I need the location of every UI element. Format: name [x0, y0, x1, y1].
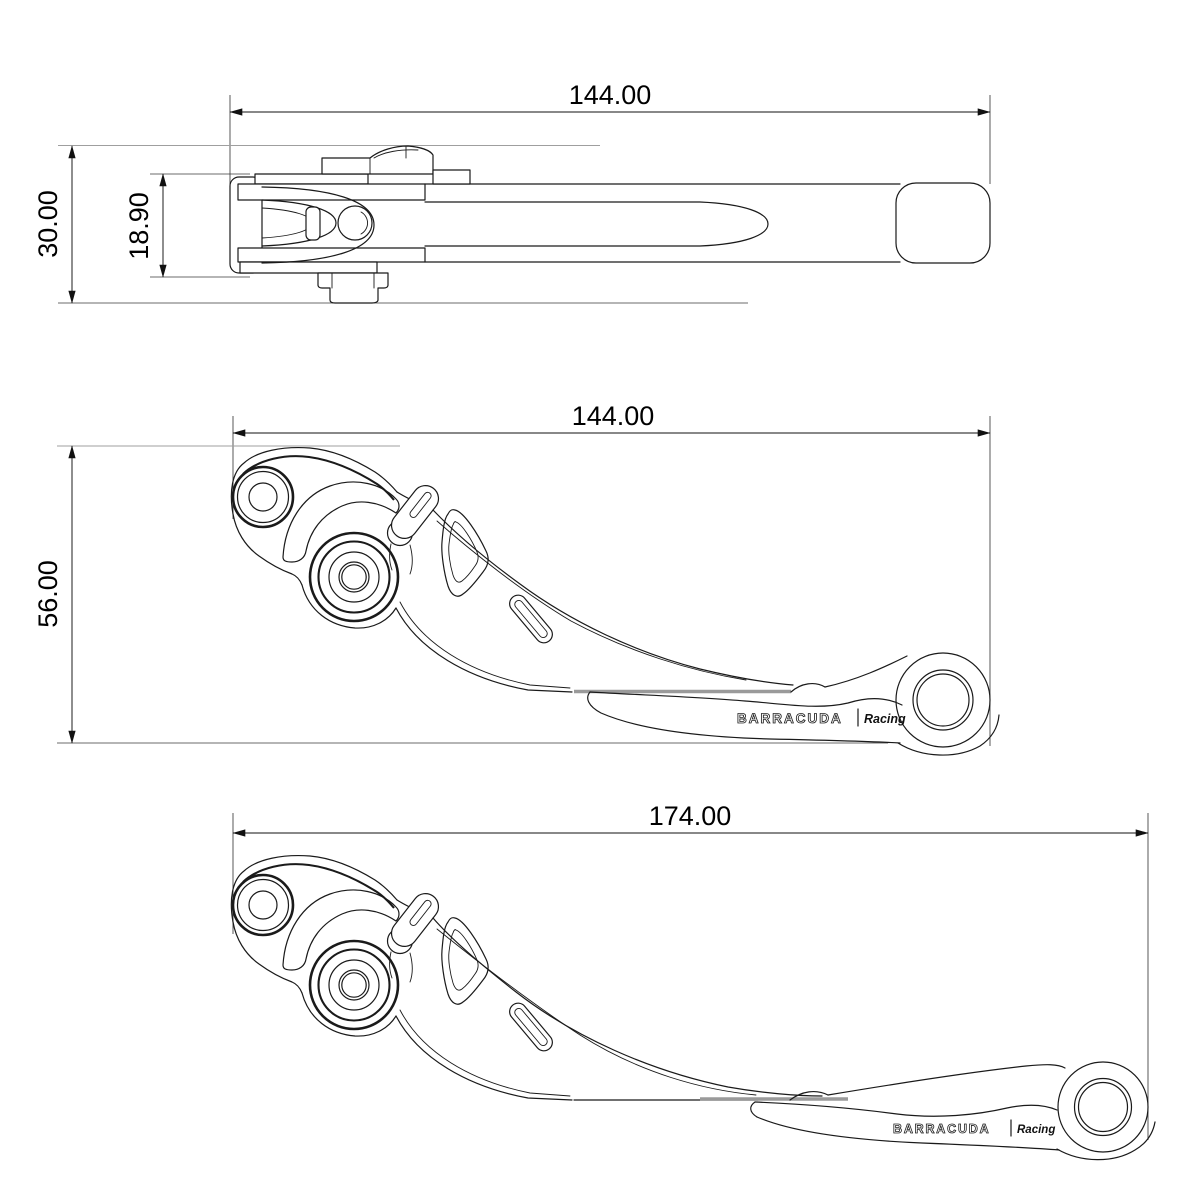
blade-top-edge — [432, 509, 794, 686]
pivot-pin-highlight — [360, 211, 369, 235]
neck-top-edge — [824, 655, 908, 688]
lever-plan-body — [229, 145, 991, 304]
clamp-bottom-plate — [237, 247, 426, 263]
clamp-upper-step — [254, 173, 369, 185]
dimension-width-long-lever: 174.00 — [232, 801, 1149, 1140]
ball-end-outer — [895, 652, 991, 748]
clevis-nose-outline — [261, 186, 375, 264]
brand-name: BARRACUDA — [737, 711, 843, 726]
pivot-pin-plan — [337, 205, 373, 241]
lever-side-long-body: BARRACUDA Racing — [230, 854, 1156, 1161]
dimension-label-width: 144.00 — [569, 80, 652, 110]
clamp-top-plate — [237, 183, 426, 201]
ball-end-ring-inner — [1077, 1081, 1129, 1133]
dimension-label-width: 174.00 — [649, 801, 732, 831]
brand-series: Racing — [864, 712, 906, 726]
adjuster-finger-plan — [321, 145, 434, 175]
dimension-label-height: 30.00 — [33, 190, 63, 258]
dimension-width-short-lever: 144.00 — [232, 401, 991, 746]
dimension-height-short-lever: 56.00 — [33, 445, 888, 744]
dimension-label-clamp-height: 18.90 — [124, 192, 154, 260]
adjuster-step-block — [432, 169, 471, 185]
brand-series: Racing — [1017, 1124, 1055, 1136]
side-view-long: 174.00 BARRACUDA Racing — [230, 801, 1156, 1161]
clamp-bolt — [317, 272, 389, 304]
slider-top-edge — [754, 1101, 1058, 1117]
slider-tip — [750, 1101, 758, 1118]
blade-tip-wedge — [789, 1090, 829, 1101]
ball-end-ring-outer — [1073, 1077, 1133, 1137]
dimension-label-width: 144.00 — [572, 401, 655, 431]
blade-top-edge — [432, 917, 823, 1097]
pivot-pin-slot — [305, 206, 321, 241]
dimension-height-top-view: 30.00 — [33, 145, 748, 304]
clevis-curve-mid — [261, 199, 337, 247]
neck-top-edge — [827, 1064, 1066, 1096]
slider-top-edge — [589, 691, 903, 707]
side-view-short: 144.00 56.00 BARRACUDA R — [33, 401, 1000, 756]
bar-tip-plan — [895, 182, 991, 264]
ball-wrap-contour — [1056, 1121, 1156, 1161]
adjuster-finger-inner-curve — [373, 149, 419, 159]
bar-face-slot — [424, 201, 769, 247]
top-view: 144.00 30.00 18.90 — [33, 80, 991, 304]
blade-top-chamfer — [436, 520, 747, 681]
ball-wrap-contour — [897, 714, 1000, 756]
clevis-curve-inner — [261, 207, 313, 239]
ball-end-ring-inner — [916, 673, 970, 727]
slider-bottom-edge — [587, 691, 901, 744]
brand-logo-long: BARRACUDA Racing — [893, 1119, 1055, 1137]
dimension-label-height: 56.00 — [33, 560, 63, 628]
clamp-lower-step — [239, 261, 378, 274]
ball-end-outer — [1057, 1061, 1149, 1153]
brand-logo-short: BARRACUDA Racing — [737, 708, 906, 727]
blade-top-chamfer — [436, 928, 757, 1096]
blade-tip-wedge — [790, 682, 826, 693]
dimension-clamp-height-top-view: 18.90 — [124, 173, 250, 278]
dimension-width-top-view: 144.00 — [229, 80, 991, 198]
slider-bottom-edge — [756, 1116, 1060, 1151]
ball-end-ring-outer — [912, 669, 974, 731]
lever-side-short-body: BARRACUDA Racing — [230, 446, 1000, 756]
brand-name: BARRACUDA — [893, 1122, 990, 1136]
